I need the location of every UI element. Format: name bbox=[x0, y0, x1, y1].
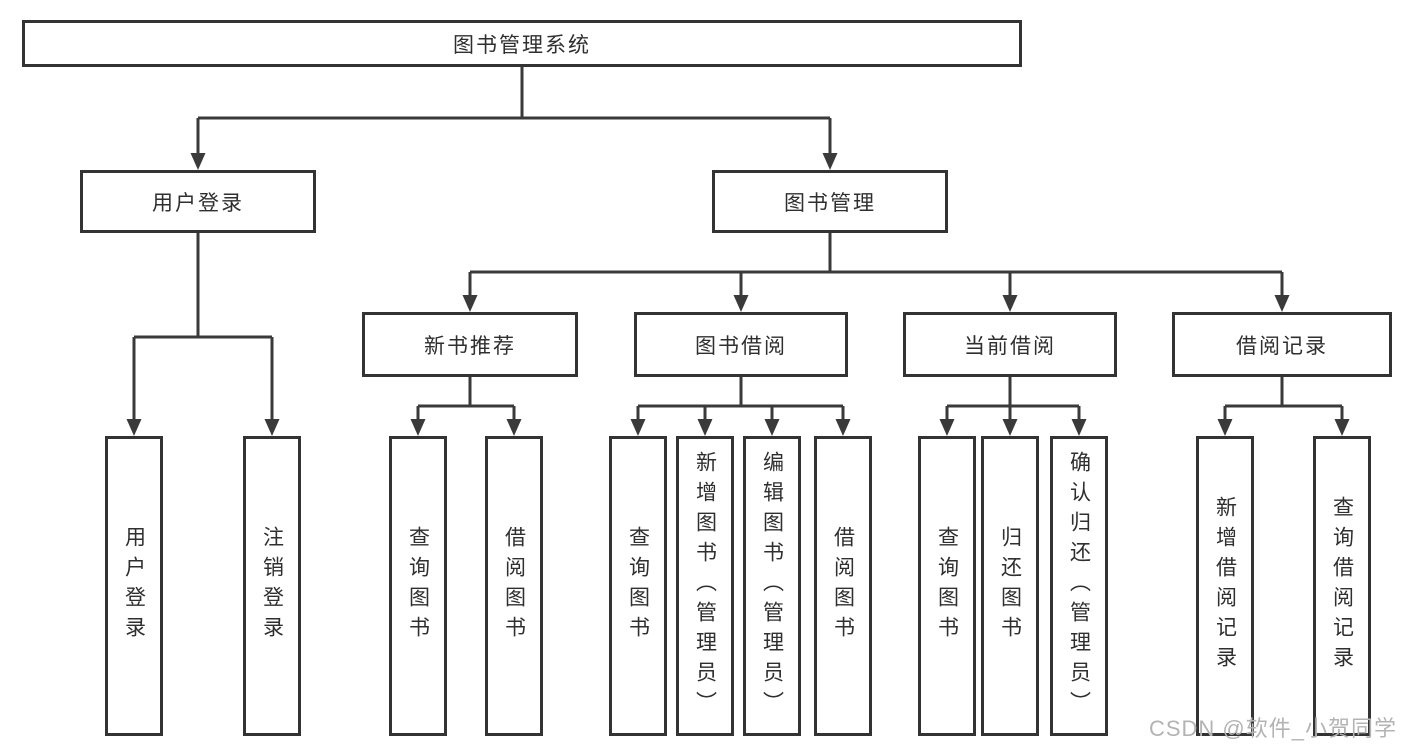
node-label: 图书管理系统 bbox=[453, 33, 591, 57]
node-label: 用户登录 bbox=[152, 191, 244, 215]
node-label: 借阅图书 bbox=[831, 526, 855, 646]
node-label: 图书管理 bbox=[784, 191, 876, 215]
leaf-borrow-books: 借阅图书 bbox=[814, 436, 872, 736]
node-label: 新增借阅记录 bbox=[1213, 496, 1237, 676]
node-label: 当前借阅 bbox=[964, 334, 1056, 358]
leaf-add-books-admin: 新增图书（管理员） bbox=[676, 436, 734, 736]
leaf-confirm-return-admin: 确认归还（管理员） bbox=[1050, 436, 1108, 736]
leaf-query-books-recommend: 查询图书 bbox=[389, 436, 447, 736]
node-borrowing-records: 借阅记录 bbox=[1172, 312, 1392, 377]
node-label: 图书借阅 bbox=[695, 334, 787, 358]
node-label: 编辑图书（管理员） bbox=[760, 451, 784, 721]
leaf-add-borrow-record: 新增借阅记录 bbox=[1196, 436, 1254, 736]
node-root-system: 图书管理系统 bbox=[22, 20, 1022, 67]
node-label: 查询图书 bbox=[626, 526, 650, 646]
node-book-borrowing: 图书借阅 bbox=[634, 312, 848, 377]
leaf-query-books-current: 查询图书 bbox=[918, 436, 976, 736]
node-label: 注销登录 bbox=[260, 526, 284, 646]
node-current-borrowing: 当前借阅 bbox=[903, 312, 1117, 377]
node-label: 查询图书 bbox=[406, 526, 430, 646]
node-label: 新书推荐 bbox=[424, 334, 516, 358]
node-label: 用户登录 bbox=[122, 526, 146, 646]
leaf-query-borrow-record: 查询借阅记录 bbox=[1313, 436, 1371, 736]
node-label: 借阅图书 bbox=[502, 526, 526, 646]
node-label: 查询图书 bbox=[935, 526, 959, 646]
leaf-query-books-borrowing: 查询图书 bbox=[609, 436, 667, 736]
leaf-edit-books-admin: 编辑图书（管理员） bbox=[743, 436, 801, 736]
node-label: 确认归还（管理员） bbox=[1067, 451, 1091, 721]
leaf-logout: 注销登录 bbox=[243, 436, 301, 736]
leaf-user-login: 用户登录 bbox=[105, 436, 163, 736]
node-label: 归还图书 bbox=[998, 526, 1022, 646]
node-label: 新增图书（管理员） bbox=[693, 451, 717, 721]
node-label: 查询借阅记录 bbox=[1330, 496, 1354, 676]
node-label: 借阅记录 bbox=[1236, 334, 1328, 358]
node-book-management-branch: 图书管理 bbox=[712, 170, 948, 233]
node-new-book-recommendation: 新书推荐 bbox=[362, 312, 578, 377]
csdn-watermark: CSDN @软件_小贺同学 bbox=[1148, 716, 1397, 741]
node-user-login-branch: 用户登录 bbox=[80, 170, 316, 233]
leaf-borrow-books-recommend: 借阅图书 bbox=[485, 436, 543, 736]
leaf-return-books: 归还图书 bbox=[981, 436, 1039, 736]
